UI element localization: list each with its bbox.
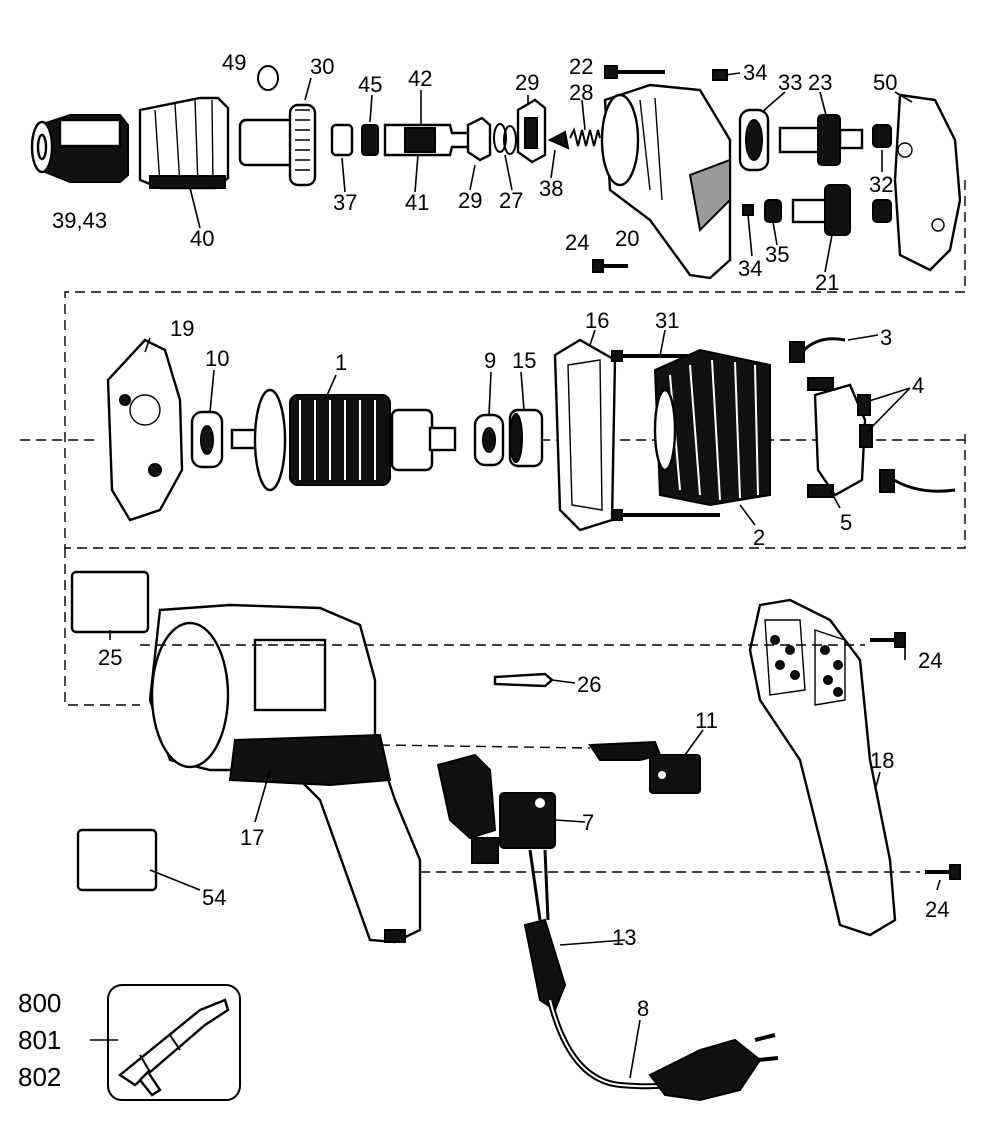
- part-22-screw: [604, 65, 665, 79]
- label-23: 23: [808, 70, 832, 95]
- part-25-label: [70, 570, 150, 634]
- part-3-lead: [789, 337, 846, 363]
- label-42: 42: [408, 66, 432, 91]
- label-37: 37: [333, 190, 357, 215]
- label-34-low: 34: [738, 256, 762, 281]
- label-18: 18: [870, 748, 894, 773]
- parts-800-802-kit-callout: [107, 984, 241, 1101]
- label-45: 45: [358, 72, 382, 97]
- label-39-43: 39,43: [52, 208, 107, 233]
- label-10: 10: [205, 346, 229, 371]
- part-number-labels: 49 30 45 42 29 22 28 34 33 23 50 37 41 2…: [18, 50, 949, 1092]
- label-800: 800: [18, 988, 61, 1018]
- part-54-label: [76, 828, 158, 892]
- label-21: 21: [815, 270, 839, 295]
- label-29-top: 29: [515, 70, 539, 95]
- part-18-handle-half: [748, 598, 897, 937]
- label-4: 4: [912, 373, 924, 398]
- part-11-switch-actuator: [588, 740, 701, 794]
- part-8-power-cord: [547, 999, 779, 1102]
- part-49-retaining-ring: [257, 65, 279, 91]
- label-35: 35: [765, 242, 789, 267]
- part-35-bushing: [764, 199, 782, 223]
- label-7: 7: [582, 810, 594, 835]
- label-29-bottom: 29: [458, 188, 482, 213]
- part-27-washers: [493, 123, 517, 155]
- label-33: 33: [778, 70, 802, 95]
- part-24-screw-top: [592, 259, 628, 273]
- part-17-motor-housing: [148, 603, 422, 944]
- part-7-switch: [436, 753, 556, 864]
- label-9: 9: [484, 348, 496, 373]
- part-26-wire-clip: [493, 672, 554, 688]
- part-39-43-nose-sleeve: [30, 114, 129, 183]
- label-34-top: 34: [743, 60, 767, 85]
- part-4-brushes: [857, 394, 956, 493]
- part-28-spring: [569, 127, 601, 147]
- label-8: 8: [637, 996, 649, 1021]
- part-34-screw-low: [742, 204, 754, 216]
- part-38-pin: [547, 130, 570, 150]
- part-5-brush-holder: [807, 377, 867, 498]
- part-23-gear-shaft: [778, 114, 864, 166]
- part-40-clutch-housing: [138, 96, 230, 190]
- label-41: 41: [405, 190, 429, 215]
- part-33-bearing: [738, 108, 770, 172]
- label-32: 32: [869, 172, 893, 197]
- label-27: 27: [499, 188, 523, 213]
- part-30-adjusting-collar: [238, 103, 317, 187]
- label-24-handle-upper: 24: [918, 648, 942, 673]
- part-50-gasket: [893, 93, 962, 272]
- label-54: 54: [202, 885, 226, 910]
- label-802: 802: [18, 1062, 61, 1092]
- part-13-cord-protector: [523, 849, 567, 1012]
- part-10-bearing: [190, 410, 224, 469]
- label-28: 28: [569, 80, 593, 105]
- label-25: 25: [98, 645, 122, 670]
- part-19-bearing-plate: [106, 338, 184, 522]
- part-31-screw-lower: [611, 509, 720, 521]
- label-11: 11: [695, 708, 718, 733]
- label-31: 31: [655, 308, 679, 333]
- part-41-spindle: [383, 123, 472, 157]
- label-3: 3: [880, 325, 892, 350]
- label-2: 2: [753, 525, 765, 550]
- label-15: 15: [512, 348, 536, 373]
- label-16: 16: [585, 308, 609, 333]
- label-26: 26: [577, 672, 601, 697]
- label-19: 19: [170, 316, 194, 341]
- label-24-top: 24: [565, 230, 589, 255]
- label-22: 22: [569, 54, 593, 79]
- part-21-gear-shaft: [791, 184, 851, 236]
- label-17: 17: [240, 825, 264, 850]
- leader-lines: [90, 72, 941, 1079]
- part-34-screw-top: [712, 69, 728, 81]
- label-20: 20: [615, 226, 639, 251]
- label-5: 5: [840, 510, 852, 535]
- part-15-bearing-retainer: [508, 408, 544, 468]
- label-38: 38: [539, 176, 563, 201]
- part-9-bearing: [473, 413, 505, 467]
- part-20-gear-case: [600, 83, 732, 280]
- part-24-handle-screws: [870, 632, 961, 880]
- label-24-handle-lower: 24: [925, 897, 949, 922]
- part-37-bushing: [330, 123, 354, 157]
- part-32-bearing: [872, 124, 892, 223]
- label-801: 801: [18, 1025, 61, 1055]
- part-16-baffle: [553, 338, 617, 532]
- part-45-bushing: [361, 124, 379, 156]
- label-1: 1: [335, 350, 347, 375]
- part-1-armature: [230, 388, 457, 492]
- label-50: 50: [873, 70, 897, 95]
- label-49: 49: [222, 50, 246, 75]
- label-13: 13: [612, 925, 636, 950]
- part-2-field: [653, 348, 771, 507]
- label-30: 30: [310, 54, 334, 79]
- part-29-clutch-jaw: [466, 98, 547, 164]
- label-40: 40: [190, 226, 214, 251]
